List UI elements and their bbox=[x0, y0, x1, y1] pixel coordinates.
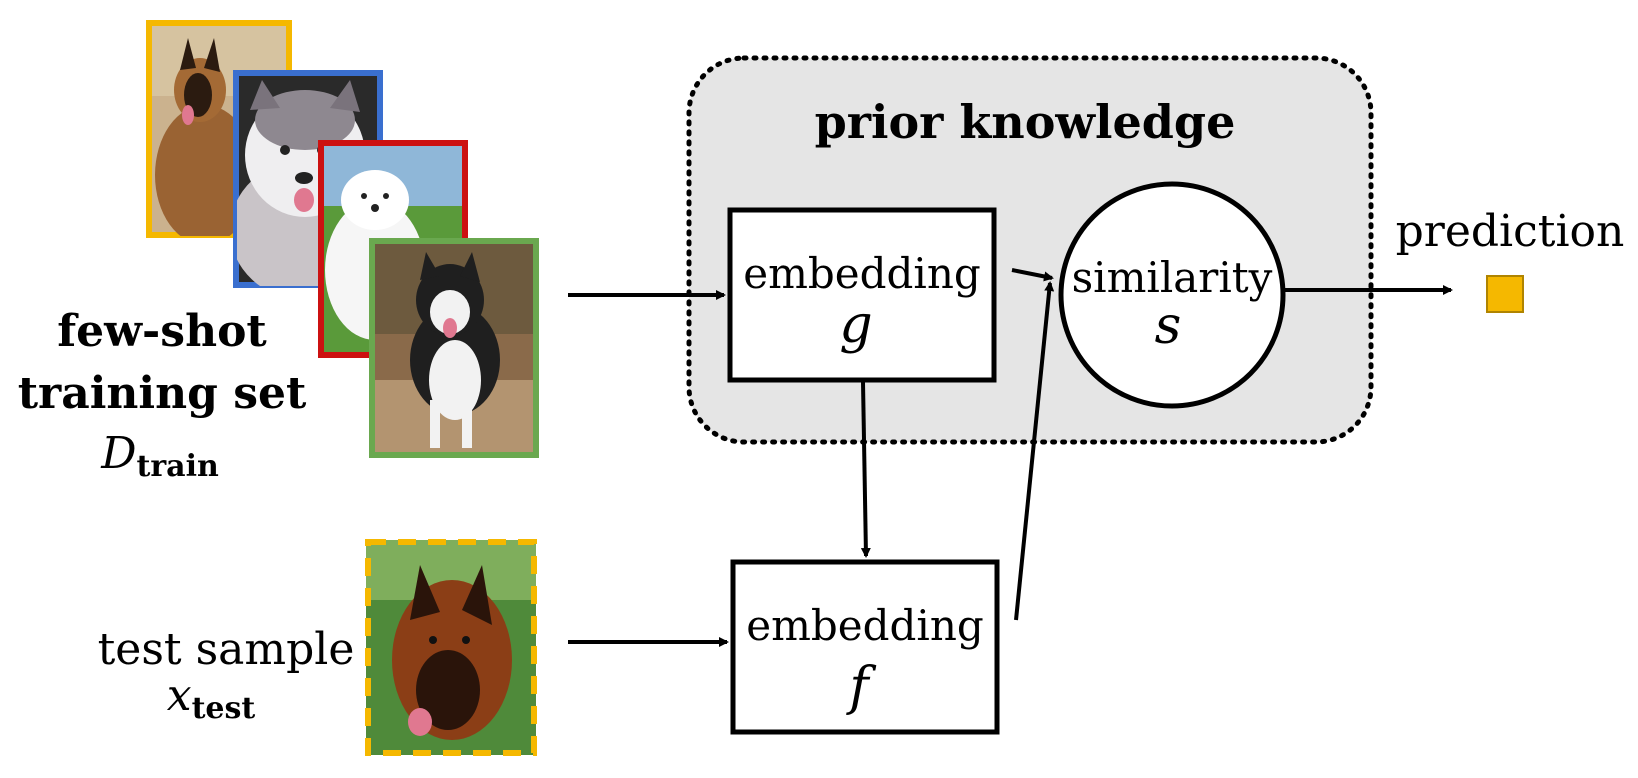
arrow-f-to-similarity bbox=[1014, 281, 1055, 621]
similarity-node bbox=[1058, 181, 1286, 409]
prediction-marker bbox=[1486, 275, 1524, 313]
embedding-f-box bbox=[730, 559, 1000, 735]
training-set-label-line2: training set bbox=[18, 368, 307, 419]
training-set-symbol: Dtrain bbox=[100, 428, 219, 484]
similarity-label: similarity bbox=[1072, 253, 1273, 302]
prediction-label: prediction bbox=[1396, 206, 1625, 257]
arrow-g-to-similarity bbox=[1011, 268, 1054, 282]
test-sample-label: test sample bbox=[98, 624, 355, 675]
prior-knowledge-label: prior knowledge bbox=[815, 95, 1236, 149]
similarity-symbol: s bbox=[1155, 296, 1182, 356]
arrow-g-to-f bbox=[860, 381, 871, 558]
embedding-g-box bbox=[727, 207, 997, 383]
training-set-label-line1: few-shot bbox=[57, 306, 267, 357]
training-image-malamute bbox=[369, 238, 539, 458]
embedding-g-symbol: g bbox=[839, 295, 872, 355]
test-sample-image bbox=[365, 539, 537, 756]
embedding-f-label: embedding bbox=[746, 601, 984, 650]
embedding-g-label: embedding bbox=[743, 249, 981, 298]
test-sample-symbol: xtest bbox=[167, 670, 256, 726]
